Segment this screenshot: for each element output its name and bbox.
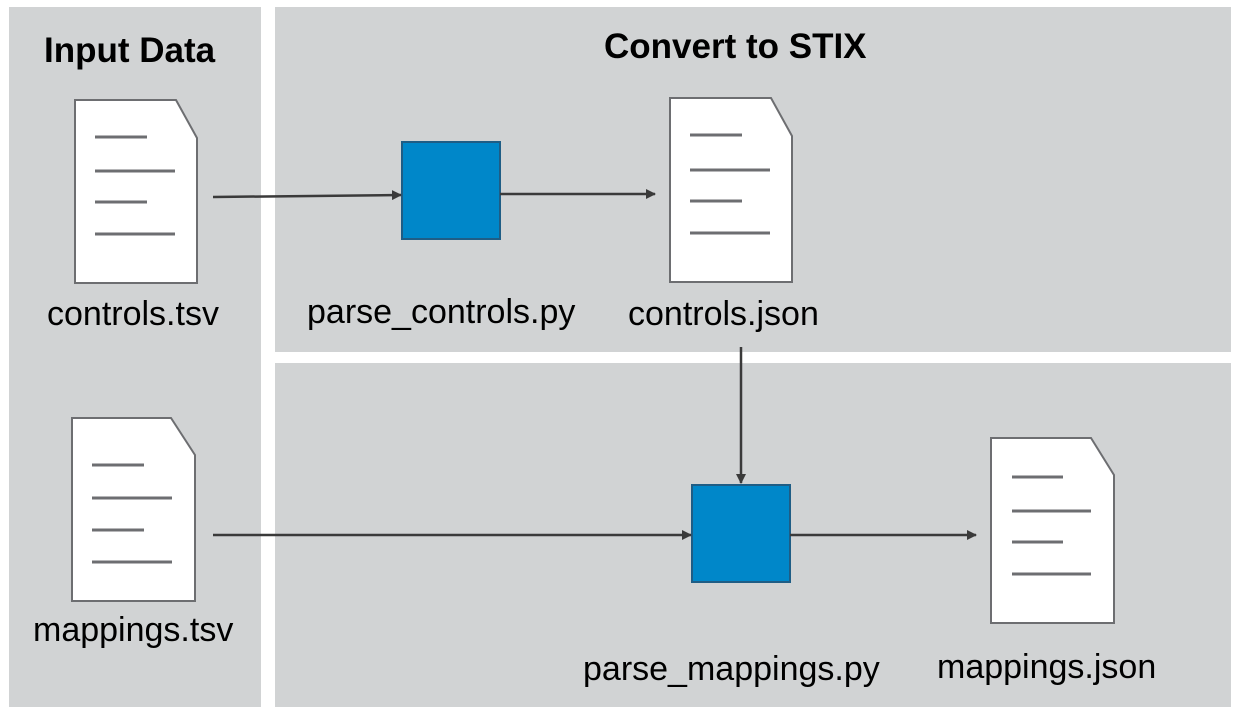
convert-to-stix-heading: Convert to STIX [604,27,867,66]
mappings-json-document-icon [990,437,1115,624]
mappings-json-label: mappings.json [937,648,1157,686]
parse-mappings-label: parse_mappings.py [583,650,880,688]
input-data-heading: Input Data [44,31,216,70]
controls-json-document-icon [669,97,793,283]
mappings-tsv-document-icon [71,417,196,602]
mappings-tsv-label: mappings.tsv [33,611,234,649]
controls-tsv-document-icon [74,99,198,284]
parse-mappings-process-box [691,484,791,583]
controls-json-label: controls.json [628,295,819,333]
controls-tsv-label: controls.tsv [47,295,219,333]
parse-controls-process-box [401,141,501,240]
parse-controls-label: parse_controls.py [307,293,576,331]
controls-tsv-to-parse-controls-arrow [212,190,402,201]
